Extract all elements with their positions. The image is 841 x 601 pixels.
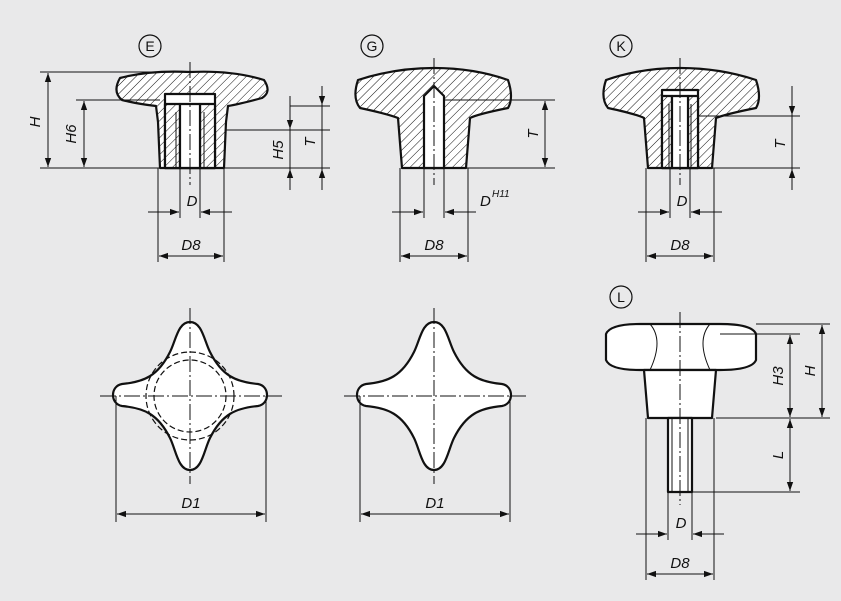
dim-e-d8: D8 [181, 237, 201, 254]
dim-g-d-tolerance: H11 [492, 189, 510, 200]
dim-k-d: D [677, 193, 688, 210]
view-g-section: G T D H11 D8 [354, 34, 555, 262]
dim-e-h5: H5 [270, 140, 287, 160]
view-l-head [604, 322, 758, 372]
dim-g-d: D [480, 193, 491, 210]
view-k-section: K T D D8 [602, 34, 800, 262]
dim-k-d8: D8 [670, 237, 690, 254]
dim-e-h: H [27, 116, 44, 127]
badge-e: E [138, 34, 162, 58]
view-l-side: L H H3 L D D8 [604, 285, 830, 580]
view-e-section: E H H6 H5 T [27, 34, 330, 262]
badge-g: G [360, 34, 384, 58]
dim-l-d8: D8 [670, 555, 690, 572]
top-view-g: D1 [344, 308, 526, 522]
top-view-e: D1 [100, 308, 282, 522]
dim-k-t: T [772, 138, 789, 149]
dim-g-t: T [525, 128, 542, 139]
badge-k-label: K [616, 38, 626, 54]
dim-e-t: T [302, 136, 319, 147]
dim-e-h6: H6 [63, 124, 80, 144]
badge-e-label: E [145, 38, 154, 54]
badge-k: K [609, 34, 633, 58]
dim-l-l: L [770, 451, 787, 459]
dim-top2-d1: D1 [425, 495, 444, 512]
dim-g-d8: D8 [424, 237, 444, 254]
badge-g-label: G [367, 38, 378, 54]
dim-l-h3: H3 [770, 366, 787, 386]
badge-l: L [609, 285, 633, 309]
dim-l-h: H [802, 365, 819, 376]
dim-l-d: D [676, 515, 687, 532]
badge-l-label: L [617, 289, 625, 305]
dim-e-d: D [187, 193, 198, 210]
dim-top1-d1: D1 [181, 495, 200, 512]
